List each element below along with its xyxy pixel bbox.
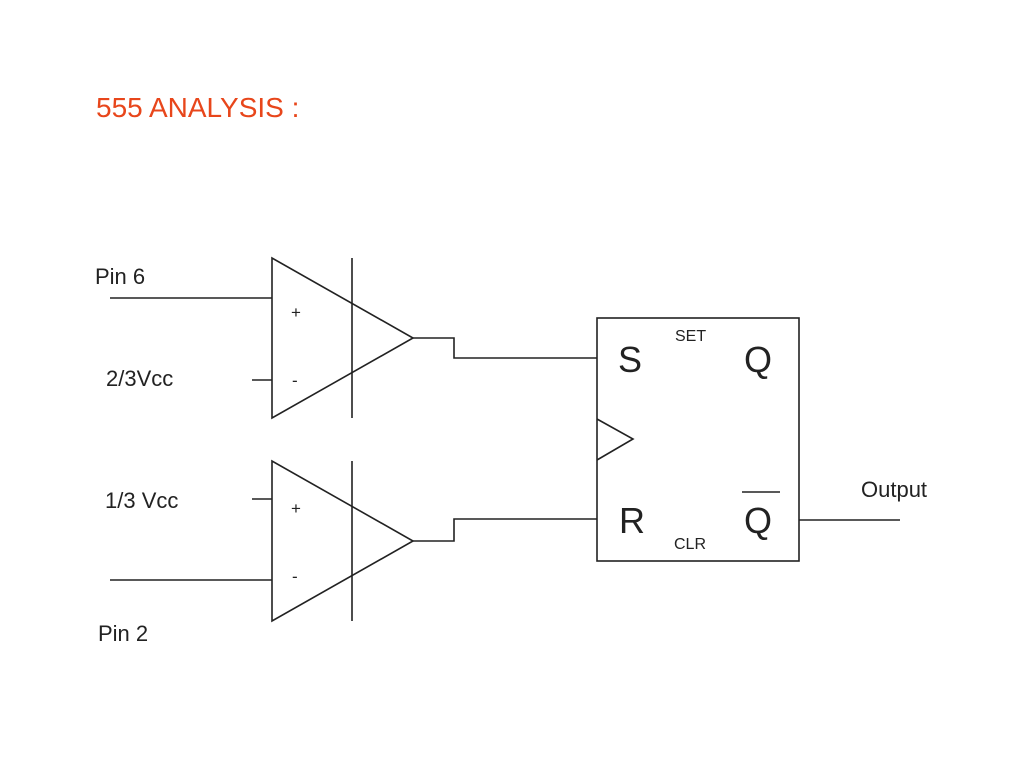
reset-input-letter: R — [619, 500, 645, 541]
clock-input-triangle — [596, 418, 635, 461]
upper-plus-sign: + — [291, 303, 301, 322]
slide-title: 555 ANALYSIS : — [96, 92, 300, 123]
upper-minus-sign: - — [292, 371, 298, 390]
lower-plus-sign: + — [291, 499, 301, 518]
lower-comparator-triangle — [271, 459, 415, 623]
lower-comparator: + - 1/3 Vcc Pin 2 — [98, 459, 597, 646]
lower-comparator-output-wire — [413, 518, 597, 542]
pin6-label: Pin 6 — [95, 264, 145, 289]
output-label: Output — [861, 477, 927, 502]
q-bar-output-letter: Q — [744, 500, 772, 541]
two-thirds-vcc-label: 2/3Vcc — [106, 366, 173, 391]
upper-comparator: + - Pin 6 2/3Vcc — [95, 256, 597, 420]
lower-minus-sign: - — [292, 567, 298, 586]
one-third-vcc-label: 1/3 Vcc — [105, 488, 178, 513]
clear-label: CLR — [674, 536, 706, 553]
sr-flip-flop: S SET Q R CLR Q Output — [596, 317, 927, 562]
set-input-letter: S — [618, 339, 642, 380]
pin2-label: Pin 2 — [98, 621, 148, 646]
q-output-letter: Q — [744, 339, 772, 380]
upper-comparator-output-wire — [413, 337, 597, 359]
set-label: SET — [675, 328, 706, 345]
upper-comparator-triangle — [271, 256, 415, 420]
